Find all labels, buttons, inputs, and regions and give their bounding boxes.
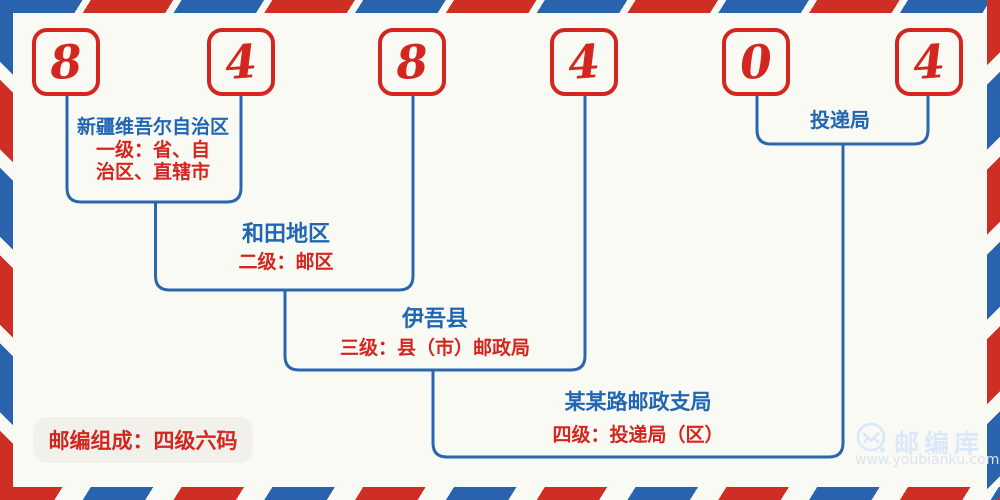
level1-description-line2: 治区、直辖市 <box>95 161 210 183</box>
level2-description: 二级：邮区 <box>238 251 334 273</box>
badge-text: 邮编组成：四级六码 <box>48 429 238 453</box>
digit-6: 4 <box>911 33 947 91</box>
brand-name: 邮编库 <box>894 429 985 458</box>
digit-1: 8 <box>48 33 84 91</box>
digit-3: 8 <box>394 33 430 91</box>
delivery-office-bracket-line <box>755 96 930 146</box>
digit-box-2: 4 <box>207 28 275 96</box>
digit-box-4: 4 <box>550 28 618 96</box>
airmail-stripe-border-left <box>0 0 13 500</box>
level1-description-line1: 一级：省、自 <box>95 139 210 161</box>
brand-url: www.youbianku.com <box>855 452 1000 468</box>
level1-region-name: 新疆维吾尔自治区 <box>76 116 229 138</box>
digit-box-1: 8 <box>32 28 100 96</box>
level3-bracket-line <box>283 96 587 372</box>
delivery-office-label: 投递局 <box>765 108 915 132</box>
level4-bracket-line <box>431 144 845 459</box>
level3-region-name: 伊吾县 <box>401 307 468 332</box>
level2-region-name: 和田地区 <box>241 222 330 247</box>
digit-box-6: 4 <box>895 28 963 96</box>
postal-code-composition-badge: 邮编组成：四级六码 <box>33 417 253 463</box>
digit-4: 4 <box>566 33 602 91</box>
level4-label: 某某路邮政支局 四级：投递局（区） <box>438 390 838 446</box>
level4-description: 四级：投递局（区） <box>552 424 724 446</box>
digit-box-3: 8 <box>378 28 446 96</box>
airmail-stripe-border-bottom <box>0 487 1000 500</box>
level2-label: 和田地区 二级：邮区 <box>186 222 386 273</box>
level4-region-name: 某某路邮政支局 <box>564 390 712 414</box>
digit-5: 0 <box>738 33 774 91</box>
digit-2: 4 <box>223 33 259 91</box>
envelope-logo-icon <box>856 422 886 453</box>
airmail-stripe-border-top <box>0 0 1000 13</box>
level3-label: 伊吾县 三级：县（市）邮政局 <box>285 307 585 359</box>
delivery-office-name: 投递局 <box>810 108 870 132</box>
level1-label: 新疆维吾尔自治区 一级：省、自 治区、直辖市 <box>64 116 242 183</box>
digit-box-5: 0 <box>722 28 790 96</box>
airmail-stripe-border-right <box>987 0 1000 500</box>
level3-description: 三级：县（市）邮政局 <box>339 337 530 359</box>
